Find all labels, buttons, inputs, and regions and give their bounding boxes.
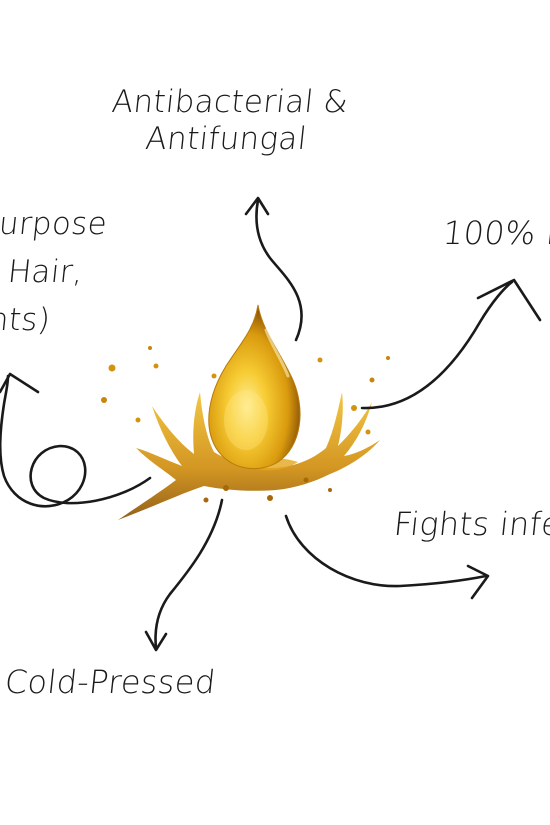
purpose-line-2: Hair,: [6, 254, 85, 290]
antibacterial-line-2: Antifungal: [143, 121, 309, 158]
fights-infection-label: Fights infe: [392, 505, 550, 543]
arrow-pure-icon: [360, 278, 542, 410]
antibacterial-line-1: Antibacterial &: [110, 84, 350, 120]
arrow-antibacterial-icon: [244, 196, 303, 342]
purpose-line-3: nts): [0, 302, 53, 338]
purpose-line-1: urpose: [0, 206, 109, 242]
arrow-cold-pressed-icon: [144, 498, 224, 652]
arrow-purpose-icon: [0, 372, 152, 508]
pure-label: 100% P: [441, 214, 550, 252]
arrow-fights-icon: [284, 514, 490, 600]
antibacterial-label: Antibacterial & Antifungal: [106, 84, 350, 158]
purpose-label: urpose Hair, nts): [0, 200, 110, 344]
cold-pressed-label: Cold-Pressed: [3, 663, 218, 701]
oil-drop-icon: [208, 304, 301, 470]
